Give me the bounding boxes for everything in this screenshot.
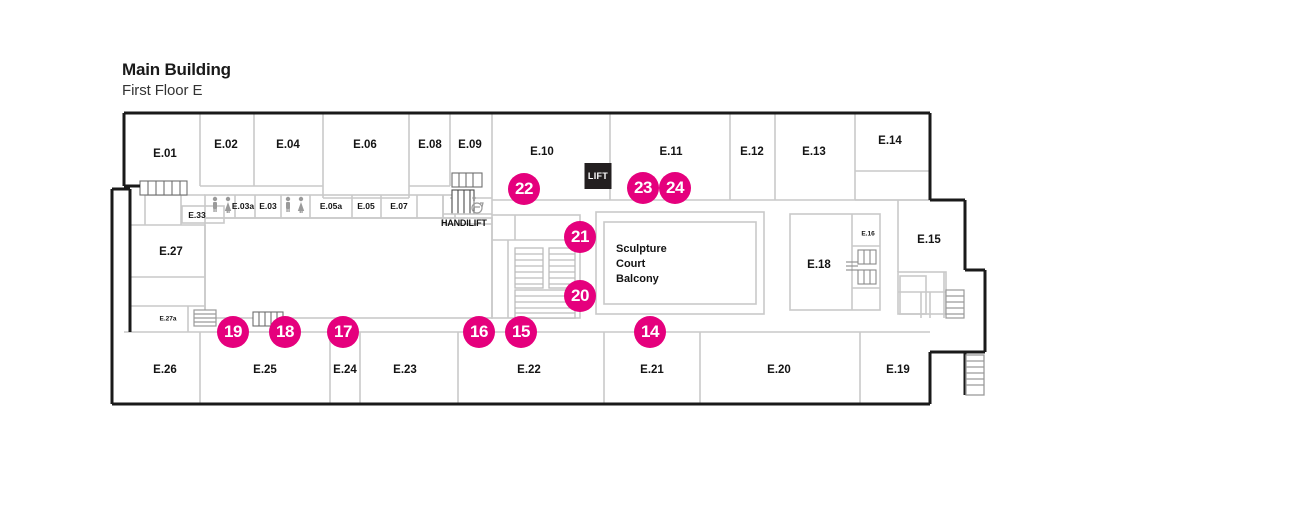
- pictograms: [212, 196, 484, 214]
- room-label-e10: E.10: [530, 146, 554, 158]
- map-marker-15[interactable]: 15: [505, 316, 537, 348]
- area-label-sculpture-court-balcony: Sculpture Court Balcony: [616, 243, 667, 285]
- room-label-e09: E.09: [458, 139, 482, 151]
- room-label-e26: E.26: [153, 364, 177, 376]
- room-label-e03a: E.03a: [231, 201, 255, 211]
- map-marker-19[interactable]: 19: [217, 316, 249, 348]
- inner-walls: [124, 113, 947, 404]
- room-label-e06: E.06: [353, 139, 377, 151]
- page-title: Main Building: [122, 60, 231, 79]
- male-toilet-icon: [212, 196, 218, 212]
- room-label-e08: E.08: [418, 139, 442, 151]
- page-subtitle: First Floor E: [122, 82, 203, 99]
- room-label-e13: E.13: [802, 146, 826, 158]
- lift-badge: LIFT: [584, 163, 612, 189]
- handilift-label: HANDILIFT: [441, 218, 487, 228]
- room-label-e05a: E.05a: [319, 201, 343, 211]
- room-label-e24: E.24: [333, 364, 357, 376]
- title-block: Main Building First Floor E: [122, 60, 231, 100]
- female-toilet-icon: [224, 196, 232, 213]
- map-marker-17[interactable]: 17: [327, 316, 359, 348]
- room-label-e18: E.18: [807, 259, 831, 271]
- room-label-e04: E.04: [276, 139, 300, 151]
- map-marker-24[interactable]: 24: [659, 172, 691, 204]
- exterior-stairs: [965, 354, 985, 396]
- wheelchair-access-icon: [471, 196, 484, 214]
- room-label-e15: E.15: [917, 234, 941, 246]
- room-label-e19: E.19: [886, 364, 910, 376]
- room-label-e27a: E.27a: [159, 315, 177, 323]
- room-label-e03: E.03: [259, 201, 277, 211]
- map-marker-23[interactable]: 23: [627, 172, 659, 204]
- map-marker-22[interactable]: 22: [508, 173, 540, 205]
- room-label-e05: E.05: [357, 201, 375, 211]
- room-label-e02: E.02: [214, 139, 238, 151]
- map-marker-18[interactable]: 18: [269, 316, 301, 348]
- map-marker-14[interactable]: 14: [634, 316, 666, 348]
- room-label-e16: E.16: [861, 230, 875, 238]
- female-toilet-icon: [297, 196, 305, 213]
- room-label-e22: E.22: [517, 364, 541, 376]
- room-label-e21: E.21: [640, 364, 664, 376]
- room-label-e23: E.23: [393, 364, 417, 376]
- room-label-e20: E.20: [767, 364, 791, 376]
- room-label-e33: E.33: [188, 210, 206, 220]
- room-label-e25: E.25: [253, 364, 277, 376]
- male-toilet-icon: [285, 196, 291, 212]
- outer-walls: [110, 111, 987, 406]
- room-label-e14: E.14: [878, 135, 902, 147]
- room-label-e01: E.01: [153, 148, 177, 160]
- room-label-e27: E.27: [159, 246, 183, 258]
- map-marker-21[interactable]: 21: [564, 221, 596, 253]
- room-label-e11: E.11: [659, 146, 683, 158]
- map-marker-16[interactable]: 16: [463, 316, 495, 348]
- room-label-e07: E.07: [390, 201, 408, 211]
- map-marker-20[interactable]: 20: [564, 280, 596, 312]
- room-label-e12: E.12: [740, 146, 764, 158]
- right-stairs: [945, 289, 965, 319]
